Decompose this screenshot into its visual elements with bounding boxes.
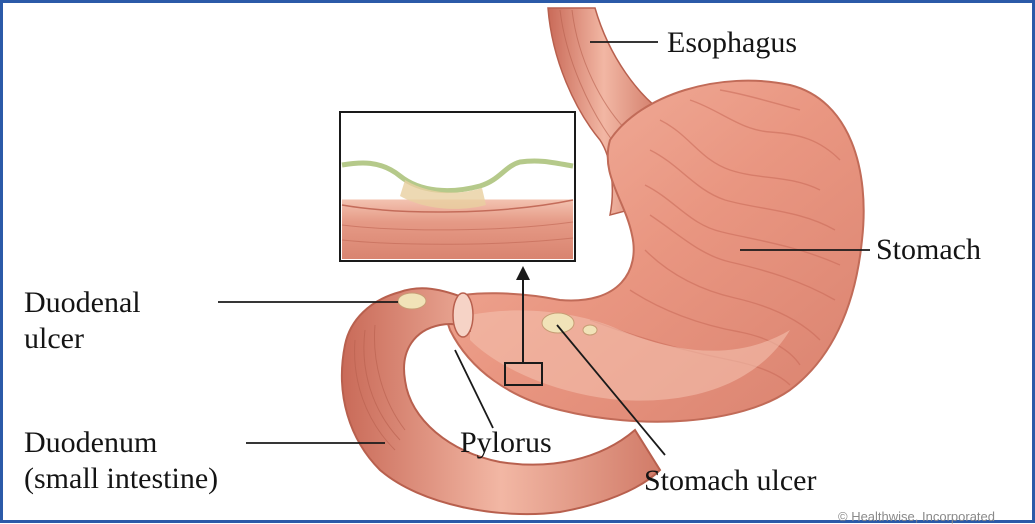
label-stomach: Stomach: [876, 235, 981, 265]
pylorus-ring: [453, 293, 473, 337]
zoom-arrowhead: [516, 266, 530, 280]
duodenal-ulcer-spot: [398, 293, 426, 309]
label-duodenum-line2: (small intestine): [24, 464, 218, 494]
label-duodenal-ulcer-line1: Duodenal: [24, 288, 141, 318]
label-duodenal-ulcer-line2: ulcer: [24, 324, 84, 354]
copyright-credit: © Healthwise, Incorporated: [838, 509, 995, 524]
label-duodenum-line1: Duodenum: [24, 428, 157, 458]
label-pylorus: Pylorus: [460, 428, 552, 458]
inset-magnification: [340, 112, 575, 261]
label-esophagus: Esophagus: [667, 28, 797, 58]
stomach-ulcer-spot: [542, 313, 574, 333]
label-stomach-ulcer: Stomach ulcer: [644, 466, 816, 496]
